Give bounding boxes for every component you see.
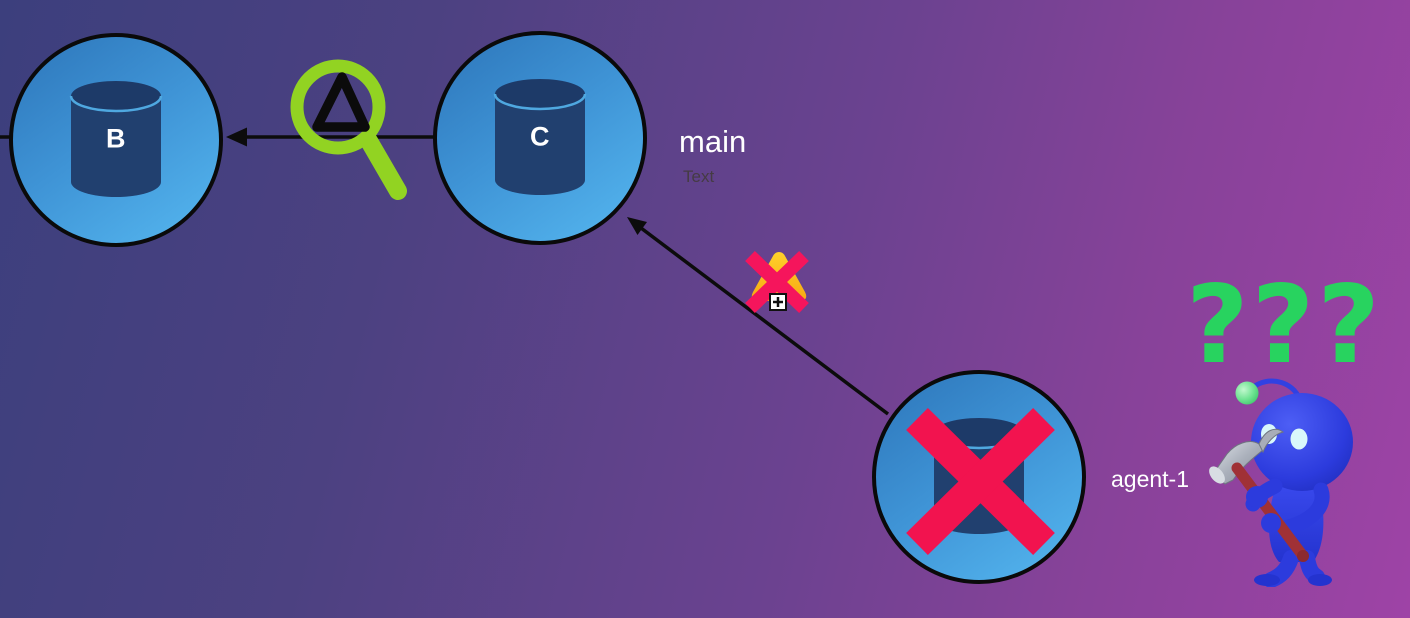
commit-node-c[interactable]: C (433, 31, 647, 245)
cross-icon (745, 250, 809, 314)
magnifier-handle (360, 132, 407, 200)
lens-ring (290, 59, 386, 155)
commit-node-b[interactable]: B (9, 33, 223, 247)
node-label: B (106, 123, 126, 154)
blocked-campfire-icon[interactable] (744, 246, 812, 314)
delta-icon (312, 72, 370, 132)
question-marks[interactable]: ??? (1186, 263, 1383, 388)
robot-eye (1290, 428, 1308, 450)
hammer-icon (1209, 428, 1309, 562)
crosshair-cursor-icon (769, 293, 787, 311)
crossed-out-icon (906, 407, 1055, 556)
arrowhead (226, 127, 247, 147)
placeholder-text[interactable]: Text (683, 167, 715, 186)
agent-branch-label[interactable]: agent-1 (1111, 466, 1190, 492)
database-icon (69, 81, 163, 197)
node-label: C (530, 121, 550, 152)
robot-foot (1254, 574, 1280, 586)
commit-node-agent[interactable] (872, 370, 1086, 584)
robot-builder-icon[interactable] (1205, 372, 1365, 587)
robot-right-arm (1277, 482, 1330, 536)
robot-hand (1261, 513, 1281, 533)
arrowhead (627, 217, 647, 235)
database-icon (493, 79, 587, 195)
robot-foot (1308, 574, 1332, 586)
diff-magnifier-icon[interactable] (284, 57, 409, 202)
robot-hand (1246, 486, 1268, 508)
branch-label-main[interactable]: main (679, 124, 747, 159)
